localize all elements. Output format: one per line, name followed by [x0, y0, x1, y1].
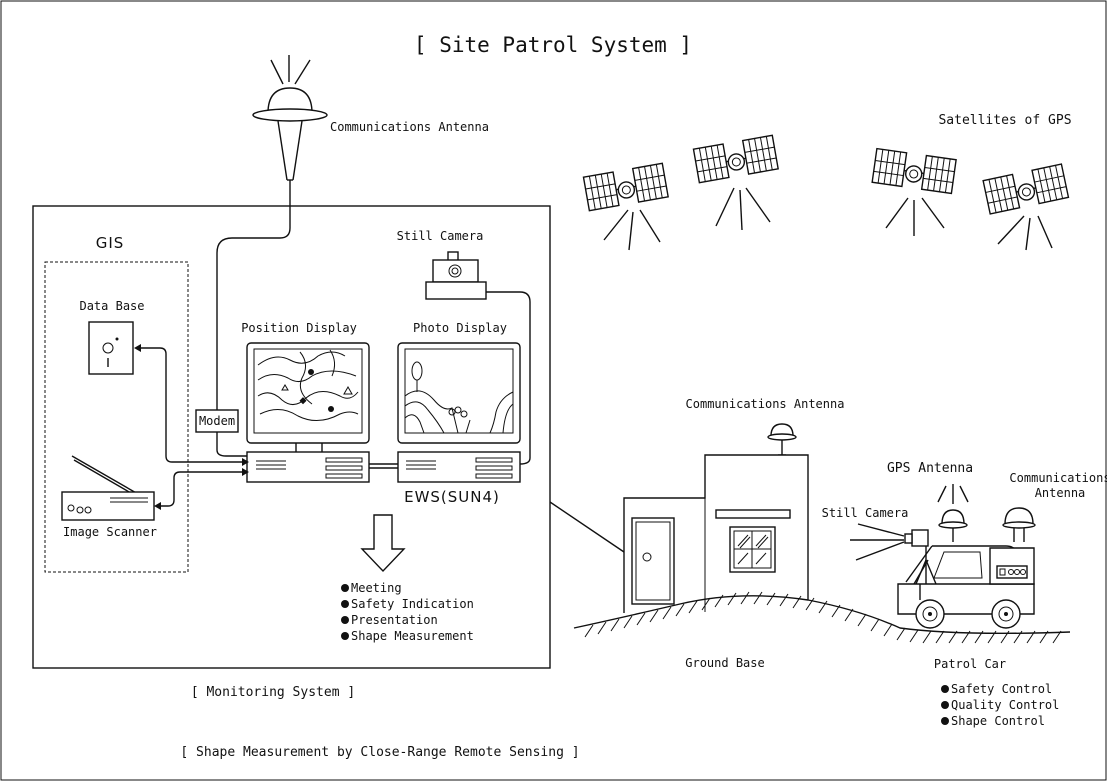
patrol-car-icon — [850, 507, 1036, 629]
use-item: Safety Indication — [351, 597, 474, 611]
database-label: Data Base — [79, 299, 144, 313]
use-item: Meeting — [351, 581, 402, 595]
control-item: Quality Control — [951, 698, 1059, 712]
ground-hatching — [584, 591, 1062, 644]
ews-label: EWS(SUN4) — [404, 488, 500, 506]
image-scanner-icon — [61, 455, 155, 521]
ews-cpu-left — [246, 451, 370, 483]
antenna-cable — [216, 180, 291, 410]
gis-label: GIS — [96, 234, 125, 252]
satellite-icon — [982, 163, 1070, 215]
position-display-monitor — [246, 342, 370, 452]
callout-line — [549, 501, 625, 553]
car-comm-antenna-label-2: Antenna — [1035, 486, 1086, 500]
camera-cable — [486, 291, 531, 465]
page-title: [ Site Patrol System ] — [414, 33, 692, 57]
output-arrow-icon — [360, 514, 406, 573]
building-door — [631, 517, 675, 605]
photo-display-label: Photo Display — [413, 321, 507, 335]
satellites-label: Satellites of GPS — [938, 113, 1071, 128]
use-item: Shape Measurement — [351, 629, 474, 643]
satellite-signal-icon — [715, 187, 771, 231]
ground-base-building — [623, 454, 809, 613]
satellite-icon — [871, 147, 957, 195]
scanner-link — [156, 471, 247, 507]
monitoring-system-title: [ Monitoring System ] — [191, 685, 355, 700]
scanner-label: Image Scanner — [63, 525, 157, 539]
ground-line — [573, 595, 1071, 635]
car-gps-antenna-label: GPS Antenna — [887, 461, 973, 476]
footer-caption: [ Shape Measurement by Close-Range Remot… — [180, 745, 579, 760]
position-display-label: Position Display — [241, 321, 357, 335]
control-item: Safety Control — [951, 682, 1052, 696]
car-still-camera-label: Still Camera — [822, 506, 909, 520]
use-item: Presentation — [351, 613, 438, 627]
database-link — [136, 347, 247, 463]
car-comm-antenna-label-1: Communications — [1009, 471, 1107, 485]
still-camera-label: Still Camera — [397, 229, 484, 243]
monitoring-system-box — [32, 205, 551, 669]
still-camera-icon — [425, 251, 487, 300]
ground-base-antenna-icon — [767, 423, 797, 456]
satellite-signal-icon — [885, 197, 945, 236]
control-item: Shape Control — [951, 714, 1045, 728]
satellite-icon — [692, 134, 779, 184]
photo-display-monitor — [397, 342, 521, 464]
ground-base-label: Ground Base — [685, 656, 764, 670]
modem-label: Modem — [199, 414, 235, 428]
uses-list: Meeting Safety Indication Presentation S… — [341, 581, 474, 643]
monitoring-antenna-icon — [252, 55, 328, 181]
patrol-car-label: Patrol Car — [934, 657, 1006, 671]
car-gps-signal-icon — [937, 484, 969, 504]
gis-box — [44, 261, 189, 573]
satellite-signal-icon — [997, 215, 1053, 251]
satellite-signal-icon — [603, 209, 661, 251]
ground-base-antenna-label: Communications Antenna — [686, 397, 845, 411]
ews-cpu-right — [397, 451, 521, 483]
satellite-icon — [582, 162, 669, 212]
car-controls-list: Safety Control Quality Control Shape Con… — [941, 682, 1059, 728]
floppy-disk-icon — [88, 321, 134, 375]
monitoring-antenna-label: Communications Antenna — [330, 120, 489, 134]
